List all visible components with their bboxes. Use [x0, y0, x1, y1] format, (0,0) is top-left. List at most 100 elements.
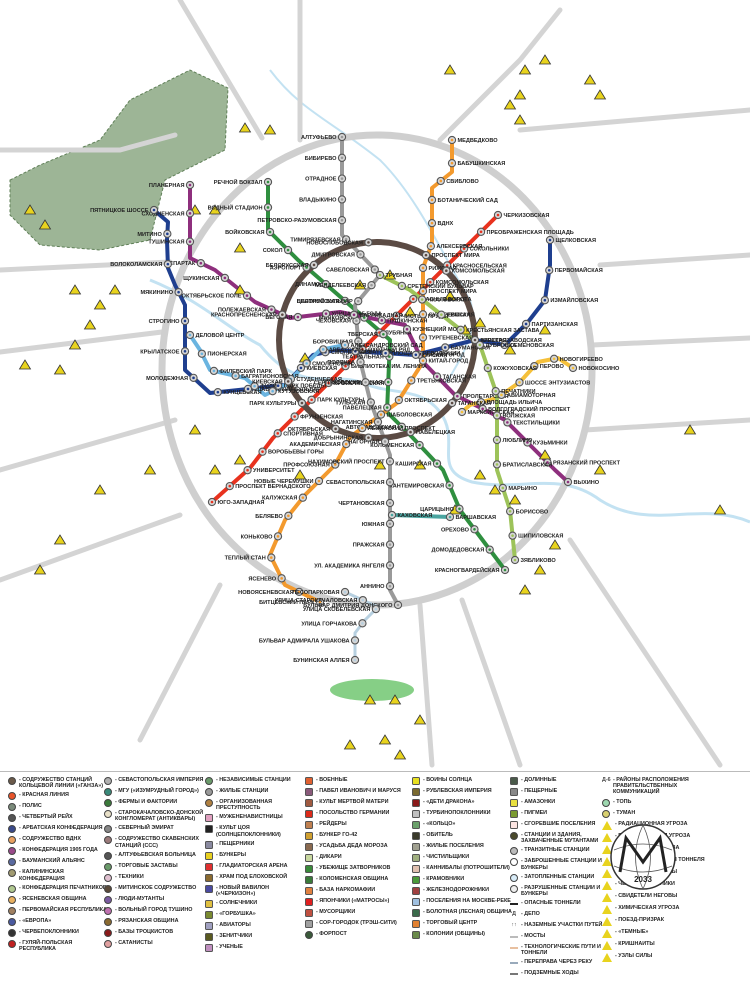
station[interactable]: ТРЕТЬЯКОВСКАЯ: [407, 376, 466, 385]
hazard-warning-icon[interactable]: [293, 469, 307, 480]
station[interactable]: БУНИНСКАЯ АЛЛЕЯ: [293, 655, 360, 665]
hazard-warning-icon[interactable]: [548, 539, 562, 550]
station[interactable]: ТИМИРЯЗЕВСКАЯ: [290, 235, 351, 244]
station[interactable]: МАРЬИНО: [498, 483, 538, 493]
station[interactable]: ПРОФСОЮЗНАЯ: [283, 460, 340, 469]
station[interactable]: ДЕЛОВОЙ ЦЕНТР: [185, 330, 245, 340]
station[interactable]: ОКТЯБРЬСКОЕ ПОЛЕ: [182, 291, 252, 300]
hazard-warning-icon[interactable]: [68, 339, 82, 350]
station[interactable]: ФРУНЗЕНСКАЯ: [290, 412, 343, 421]
station[interactable]: ЧЕРКИЗОВСКАЯ: [493, 210, 549, 220]
hazard-warning-icon[interactable]: [263, 124, 277, 135]
station[interactable]: УЛИЦА СТАРОКАЧАЛОВСКАЯ: [275, 595, 367, 605]
hazard-warning-icon[interactable]: [343, 739, 357, 750]
hazard-warning-icon[interactable]: [518, 64, 532, 75]
station[interactable]: БОТАНИЧЕСКИЙ САД: [427, 195, 498, 205]
hazard-warning-icon[interactable]: [583, 74, 597, 85]
station[interactable]: ТАГАНСКАЯ: [447, 398, 491, 408]
hazard-warning-icon[interactable]: [538, 324, 552, 335]
hazard-warning-icon[interactable]: [473, 317, 487, 328]
station[interactable]: НОВОГИРЕЕВО: [549, 354, 604, 363]
station[interactable]: ВЛАДЫКИНО: [299, 195, 347, 204]
station[interactable]: ОРЕХОВО: [441, 525, 479, 534]
station[interactable]: ВОРОБЬЕВЫ ГОРЫ: [258, 447, 324, 456]
station[interactable]: ЦАРИЦЫНО: [420, 504, 464, 513]
station[interactable]: АРБАТСКАЯ: [351, 347, 395, 356]
station[interactable]: ТВЕРСКАЯ: [348, 330, 388, 339]
station[interactable]: СРЕТЕНСКИЙ БУЛЬВАР: [397, 281, 474, 291]
station[interactable]: УЛ. АКАДЕМИКА ЯНГЕЛЯ: [314, 561, 395, 570]
station[interactable]: НОВОЯСЕНЕВСКАЯ: [238, 587, 304, 597]
station[interactable]: АКАДЕМИЧЕСКАЯ: [289, 439, 351, 449]
station[interactable]: АЭРОПОРТ: [270, 263, 311, 272]
station[interactable]: ПЕРОВО: [530, 361, 565, 371]
station[interactable]: ТУШИНСКАЯ: [148, 237, 195, 246]
station[interactable]: ДИНАМО: [295, 280, 330, 289]
station[interactable]: БЕЛОРУССКАЯ: [297, 296, 350, 306]
station[interactable]: КИТАЙ-ГОРОД: [418, 356, 468, 365]
hazard-warning-icon[interactable]: [378, 734, 392, 745]
hazard-warning-icon[interactable]: [533, 564, 547, 575]
station[interactable]: ВДНХ: [427, 218, 453, 228]
station[interactable]: ПАРК КУЛЬТУРЫ: [307, 395, 365, 404]
station[interactable]: МАРКСИСТСКАЯ: [457, 407, 514, 417]
station[interactable]: КРАСНОПРЕСНЕНСКАЯ: [211, 310, 287, 319]
station[interactable]: ПАРК ПОБЕДЫ: [273, 381, 327, 390]
purple-line[interactable]: [188, 185, 570, 484]
station[interactable]: КОНЬКОВО: [241, 532, 283, 541]
station[interactable]: ЛЕНИНСКИЙ ПРОСПЕКТ: [358, 423, 436, 433]
hazard-warning-icon[interactable]: [413, 459, 427, 470]
hazard-warning-icon[interactable]: [538, 54, 552, 65]
station[interactable]: ВОЛЖСКАЯ: [492, 411, 535, 420]
station[interactable]: УЛИЦА ГОРЧАКОВА: [301, 619, 367, 628]
station[interactable]: ПАРК КУЛЬТУРЫ: [249, 398, 307, 408]
hazard-warning-icon[interactable]: [53, 364, 67, 375]
station[interactable]: БУЛЬВАР ДМИТРИЯ ДОНСКОГО: [303, 600, 403, 610]
hazard-warning-icon[interactable]: [403, 306, 417, 317]
hazard-warning-icon[interactable]: [503, 99, 517, 110]
hazard-warning-icon[interactable]: [518, 584, 532, 595]
hazard-warning-icon[interactable]: [473, 469, 487, 480]
station[interactable]: РЕЧНОЙ ВОКЗАЛ: [214, 177, 273, 187]
station[interactable]: ДМИТРОВСКАЯ: [312, 250, 365, 259]
hazard-warning-icon[interactable]: [443, 64, 457, 75]
hazard-warning-icon[interactable]: [413, 714, 427, 725]
station[interactable]: ИЗМАЙЛОВСКАЯ: [540, 296, 598, 305]
station[interactable]: ВЫХИНО: [563, 477, 600, 487]
station[interactable]: МЕНДЕЛЕЕВСКАЯ: [315, 281, 376, 290]
station[interactable]: КУТУЗОВСКАЯ: [268, 387, 319, 396]
hazard-warning-icon[interactable]: [233, 284, 247, 295]
station[interactable]: КОЛОМЕНСКАЯ: [370, 440, 424, 450]
hazard-warning-icon[interactable]: [443, 290, 457, 301]
station[interactable]: КИЕВСКАЯ: [296, 363, 337, 373]
hazard-warning-icon[interactable]: [38, 219, 52, 230]
station[interactable]: КАШИРСКАЯ: [395, 459, 442, 468]
hazard-warning-icon[interactable]: [503, 344, 517, 355]
station[interactable]: БАБУШКИНСКАЯ: [447, 159, 505, 168]
hazard-warning-icon[interactable]: [713, 504, 727, 515]
hazard-warning-icon[interactable]: [23, 204, 37, 215]
hazard-warning-icon[interactable]: [108, 284, 122, 295]
hazard-warning-icon[interactable]: [188, 424, 202, 435]
station[interactable]: АННИНО: [360, 582, 395, 591]
station[interactable]: БАУМАНСКАЯ: [441, 343, 490, 352]
station[interactable]: КУНЦЕВСКАЯ: [213, 388, 262, 397]
station[interactable]: РИМСКАЯ: [437, 310, 475, 319]
station[interactable]: УЛИЦА СКОБЕЛЕВСКАЯ: [303, 604, 381, 614]
station[interactable]: НОВОКУЗНЕЦКАЯ: [332, 377, 393, 387]
hazard-warning-icon[interactable]: [208, 464, 222, 475]
station[interactable]: ЗЯБЛИКОВО: [510, 555, 556, 565]
hazard-warning-icon[interactable]: [488, 304, 502, 315]
station[interactable]: СПАРТАК: [169, 259, 205, 268]
station[interactable]: БРАТИСЛАВСКАЯ: [492, 460, 552, 469]
station[interactable]: НАГАТИНСКАЯ: [331, 417, 383, 427]
station[interactable]: ШАБОЛОВСКАЯ: [376, 410, 432, 419]
hazard-warning-icon[interactable]: [233, 242, 247, 253]
station[interactable]: САВЕЛОВСКАЯ: [326, 265, 379, 274]
station[interactable]: ВОЛОКОЛАМСКАЯ: [110, 259, 173, 269]
station[interactable]: СВИБЛОВО: [436, 176, 479, 186]
station[interactable]: БУЛЬВАР АДМИРАЛА УШАКОВА: [259, 636, 360, 645]
station[interactable]: СУХАРЕВСКАЯ: [418, 310, 471, 319]
hazard-warning-icon[interactable]: [238, 122, 252, 133]
